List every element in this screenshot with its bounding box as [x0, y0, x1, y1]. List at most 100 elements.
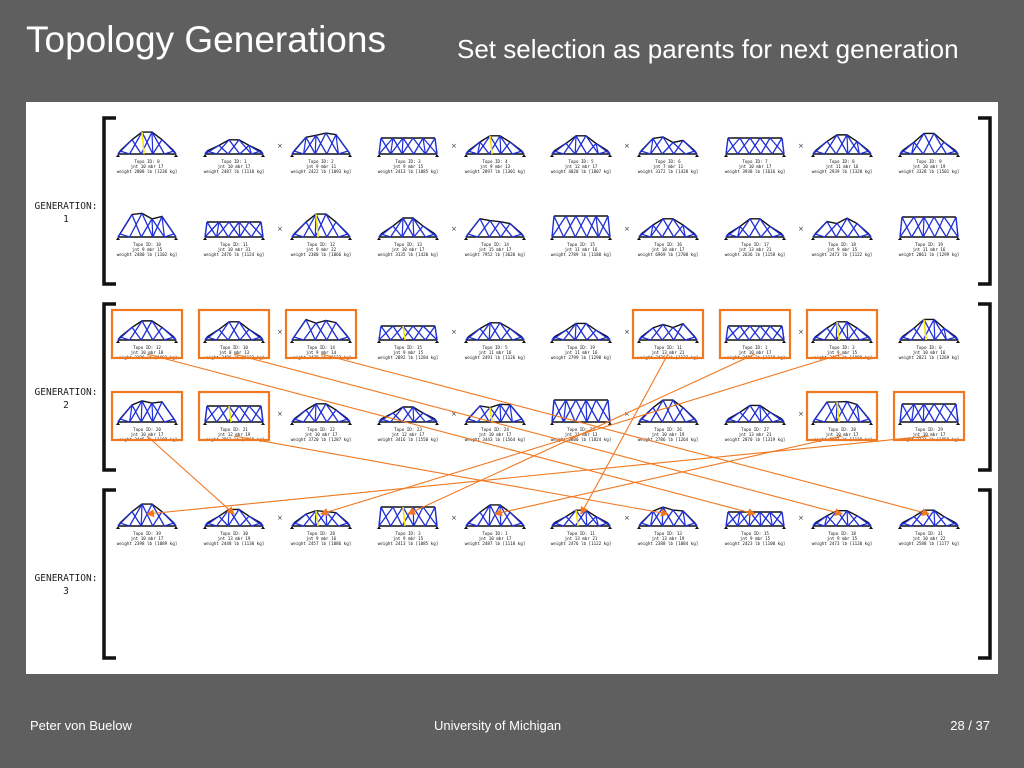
- truss-caption-line: jnt 7 mbr 11: [653, 164, 684, 169]
- truss-web-member: [467, 233, 478, 238]
- truss-caption-line: Topo ID: 11: [567, 531, 595, 536]
- truss-web-member: [141, 131, 154, 155]
- truss-web-member: [943, 216, 959, 238]
- truss-caption-line: Topo ID: 17: [741, 242, 769, 247]
- truss-caption-line: Topo ID: 19: [915, 242, 943, 247]
- truss-web-member: [575, 399, 588, 423]
- truss-caption-line: weight 3135 lb [1420 kg]: [378, 252, 439, 257]
- truss-web-member: [378, 225, 394, 238]
- truss-web-member: [575, 135, 588, 155]
- truss-support: [290, 526, 294, 529]
- truss-web-member: [824, 134, 838, 155]
- truss-caption-line: Topo ID: 14: [481, 242, 509, 247]
- truss-web-member: [725, 225, 741, 238]
- truss-web-member: [836, 134, 849, 155]
- truss-web-member: [509, 404, 513, 423]
- truss-web-member: [650, 218, 664, 238]
- truss-diagram: [116, 503, 178, 529]
- truss-web-member: [512, 418, 523, 423]
- truss-support: [811, 422, 815, 425]
- truss-web-member: [739, 137, 750, 155]
- truss-web-member: [748, 405, 761, 423]
- truss-caption-line: jnt 10 mbr 17: [479, 432, 512, 437]
- truss-caption-line: weight 3416 lb [1550 kg]: [378, 437, 439, 442]
- truss-web-member: [218, 515, 229, 527]
- truss-web-member: [650, 511, 654, 527]
- truss-web-member: [467, 336, 478, 341]
- truss-web-member: [206, 336, 217, 341]
- truss-web-member: [293, 336, 304, 341]
- truss-support: [608, 237, 612, 240]
- truss-web-member: [467, 150, 478, 155]
- truss-support: [464, 526, 468, 529]
- truss-caption-line: jnt 10 mbr 17: [131, 432, 164, 437]
- truss-web-member: [685, 418, 696, 423]
- truss-web-member: [151, 131, 165, 155]
- truss-support: [174, 526, 178, 529]
- truss-caption-line: jnt 13 mbr 21: [652, 350, 685, 355]
- truss-caption-line: jnt 11 mbr 16: [565, 350, 598, 355]
- selection-box: [110, 308, 184, 360]
- truss-web-member: [553, 150, 564, 155]
- truss-web-member: [161, 216, 165, 238]
- truss-web-member: [465, 328, 481, 341]
- truss-web-member: [759, 405, 773, 423]
- truss-web-member: [392, 137, 403, 155]
- truss-web-member: [585, 323, 599, 341]
- truss-web-member: [326, 221, 337, 238]
- truss-support: [116, 340, 120, 343]
- truss-support: [724, 154, 728, 157]
- truss-web-member: [856, 404, 860, 423]
- truss-web-member: [238, 221, 252, 238]
- truss-web-member: [489, 220, 502, 238]
- truss-web-member: [749, 325, 762, 341]
- truss-web-member: [682, 323, 698, 341]
- truss-web-member: [151, 402, 165, 423]
- truss-web-member: [488, 504, 501, 527]
- truss-web-member: [661, 509, 674, 527]
- truss-caption-line: jnt 10 mbr 19: [913, 164, 946, 169]
- truss-web-member: [512, 233, 523, 238]
- truss-support: [377, 526, 381, 529]
- generation-1-title: GENERATION:: [34, 201, 98, 212]
- truss-caption-line: weight 2487 lb [1118 kg]: [465, 541, 526, 546]
- truss-web-member: [314, 135, 317, 155]
- truss-web-member: [390, 506, 404, 527]
- truss-top-chord: [640, 322, 696, 338]
- truss-web-member: [477, 504, 491, 527]
- truss-web-member: [574, 135, 577, 155]
- truss-web-member: [595, 516, 611, 527]
- truss-end-post: [434, 137, 438, 155]
- truss-highlight-member: [315, 214, 319, 238]
- truss-diagram: [637, 136, 699, 157]
- truss-web-member: [218, 144, 229, 155]
- truss-web-member: [401, 217, 414, 238]
- truss-web-member: [218, 405, 229, 423]
- truss-highlight-member: [489, 135, 493, 155]
- truss-web-member: [401, 217, 404, 238]
- truss-web-member: [206, 405, 218, 423]
- truss-caption-line: weight 3172 lb [1428 kg]: [638, 169, 699, 174]
- truss-web-member: [769, 225, 785, 238]
- truss-web-member: [662, 136, 675, 155]
- truss-support: [608, 340, 612, 343]
- truss-web-member: [922, 403, 935, 423]
- truss-web-member: [303, 322, 317, 341]
- truss-web-member: [661, 399, 674, 423]
- truss-diagram: [203, 321, 265, 343]
- truss-caption-line: Topo ID: 12: [133, 345, 161, 350]
- truss-support: [724, 237, 728, 240]
- truss-support: [782, 526, 786, 529]
- truss-highlight-member: [575, 510, 579, 527]
- truss-web-member: [131, 139, 142, 155]
- truss-diagram: [724, 404, 786, 425]
- truss-web-member: [303, 403, 317, 423]
- truss-web-member: [412, 406, 426, 423]
- truss-support: [550, 526, 554, 529]
- truss-web-member: [521, 150, 525, 155]
- truss-web-member: [737, 218, 751, 238]
- truss-diagram: [550, 135, 612, 157]
- truss-web-member: [563, 135, 577, 155]
- truss-caption-line: weight 2491 lb [1126 kg]: [465, 355, 526, 360]
- truss-web-member: [595, 143, 599, 155]
